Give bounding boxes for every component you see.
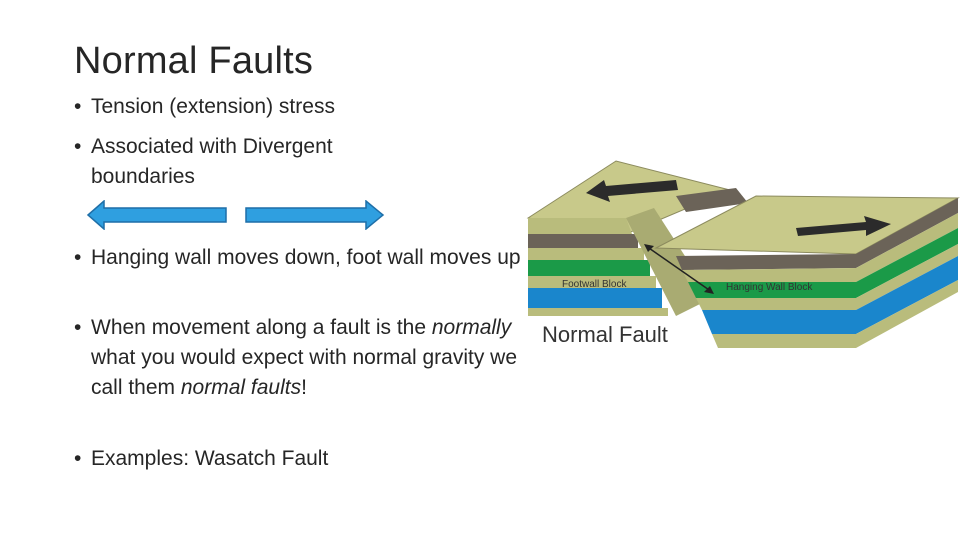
left-arrow-icon: [86, 200, 227, 230]
footwall-layer-dark: [528, 234, 638, 248]
bullet-dot: •: [74, 447, 82, 470]
footwall-label: Footwall Block: [562, 279, 627, 290]
footwall-layer-olive-2: [528, 276, 656, 288]
footwall-layer-green: [528, 260, 650, 276]
slip-arrow-head-up-icon: [644, 244, 654, 252]
bullet-text-part: !: [301, 376, 307, 399]
footwall-block: [526, 160, 748, 316]
bullet-text-part: When movement along a fault is the: [91, 316, 432, 339]
bullet-dot: •: [74, 316, 82, 339]
footwall-front-olive: [528, 218, 632, 234]
bullet-text-part: what you would expect with normal gravit…: [91, 346, 518, 399]
hanging-layer-dark: [676, 198, 958, 270]
bullet-emphasis: normally: [431, 316, 512, 339]
bullet-item: • Examples: Wasatch Fault: [74, 444, 531, 474]
bullet-item: • Associated with Divergent boundaries: [74, 132, 421, 192]
diagram-caption: Normal Fault: [542, 322, 668, 347]
bullet-item: • Hanging wall moves down, foot wall move…: [74, 243, 531, 273]
bullet-item: • When movement along a fault is the norm…: [74, 313, 531, 403]
bullet-text: Tension (extension) stress: [91, 95, 335, 118]
bullet-dot: •: [74, 95, 82, 118]
footwall-movement-arrow-icon: [586, 180, 678, 202]
page-title: Normal Faults: [74, 40, 314, 82]
extension-arrows: [86, 200, 385, 230]
bullet-item: • Tension (extension) stress: [74, 92, 531, 122]
footwall-layer-base: [528, 308, 668, 316]
footwall-layer-olive: [528, 248, 644, 260]
slip-arrow: [645, 245, 713, 293]
right-arrow-icon: [245, 200, 385, 230]
hanging-layer-blue: [702, 256, 958, 334]
bullet-text: Associated with Divergent boundaries: [91, 135, 333, 188]
bullet-text: Examples: Wasatch Fault: [91, 447, 329, 470]
bullet-dot: •: [74, 135, 82, 158]
hanging-layer-base: [712, 280, 958, 348]
footwall-dark-stripe: [676, 188, 748, 212]
slip-arrow-head-down-icon: [704, 286, 714, 294]
hanging-movement-arrow-icon: [796, 216, 891, 236]
bullet-emphasis: normal faults: [180, 376, 302, 399]
normal-fault-diagram: Footwall Block Hanging Wall Block Normal…: [526, 160, 960, 348]
hanging-wall-block: [654, 195, 960, 348]
bullet-dot: •: [74, 246, 82, 269]
hanging-layer-olive-2: [696, 244, 958, 310]
hanging-layer-green: [688, 228, 958, 298]
footwall-layer-blue: [528, 288, 662, 308]
hanging-layer-olive: [682, 213, 958, 282]
hanging-wall-label: Hanging Wall Block: [726, 282, 813, 293]
bullet-text: Hanging wall moves down, foot wall moves…: [91, 246, 521, 269]
